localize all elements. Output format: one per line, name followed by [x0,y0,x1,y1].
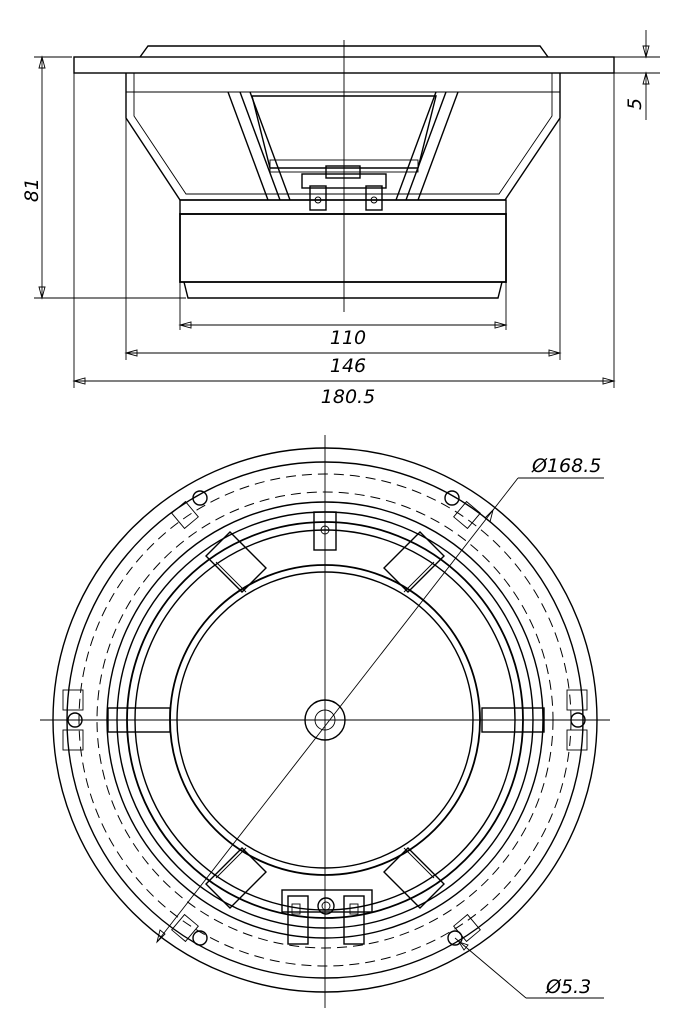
dim-frame-diameter-label: Ø168.5 [531,455,601,477]
front-view: Ø168.5 Ø5.3 [40,435,610,1008]
mounting-holes [67,490,586,946]
dim-flange-thickness: 5 [614,30,660,120]
mounting-tabs [62,500,588,943]
dim-basket-width: 146 [124,118,562,377]
side-view: 81 5 110 146 [21,30,660,408]
dim-mounting-hole: Ø5.3 [454,937,604,999]
dim-frame-diameter: Ø168.5 [156,455,604,944]
dim-magnet-width-label: 110 [330,327,366,349]
dim-height-label: 81 [21,178,43,202]
bottom-terminal-block [281,889,373,945]
dim-mounting-hole-label: Ø5.3 [545,976,591,998]
dim-basket-width-label: 146 [330,355,366,377]
dim-overall-width-label: 180.5 [321,386,375,408]
dim-overall-width: 180.5 [72,73,616,408]
speaker-basket [125,73,561,201]
dim-height: 81 [21,55,186,300]
front-center-lines [40,435,610,1008]
magnet-assembly [179,199,507,299]
dim-magnet-width: 110 [178,282,508,349]
dim-flange-thickness-label: 5 [624,98,646,110]
